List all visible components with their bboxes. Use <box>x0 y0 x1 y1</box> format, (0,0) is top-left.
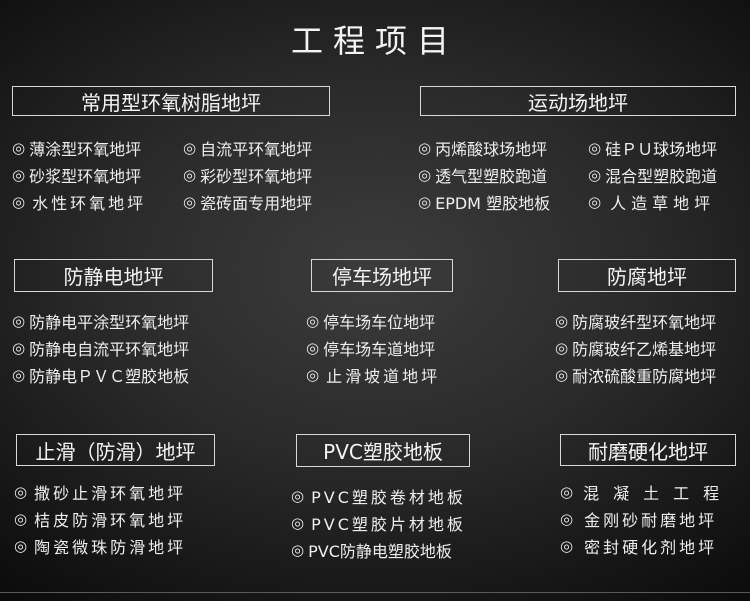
circle-bullet-icon: ◎ <box>183 166 197 184</box>
circle-bullet-icon: ◎ <box>14 510 31 528</box>
list-item: ◎丙烯酸球场地坪 <box>418 139 548 159</box>
circle-bullet-icon: ◎ <box>588 139 602 157</box>
circle-bullet-icon: ◎ <box>560 537 577 555</box>
circle-bullet-icon: ◎ <box>291 487 308 505</box>
list-item: ◎防静电平涂型环氧地坪 <box>12 312 190 332</box>
list-item: ◎停车场车道地坪 <box>306 339 436 359</box>
circle-bullet-icon: ◎ <box>588 193 607 211</box>
circle-bullet-icon: ◎ <box>291 514 308 532</box>
list-item: ◎撒砂止滑环氧地坪 <box>14 483 187 503</box>
list-item: ◎EPDM 塑胶地板 <box>418 193 551 213</box>
circle-bullet-icon: ◎ <box>418 193 432 211</box>
circle-bullet-icon: ◎ <box>12 339 26 357</box>
circle-bullet-icon: ◎ <box>306 312 320 330</box>
list-item: ◎停车场车位地坪 <box>306 312 436 332</box>
section-heading-sports: 运动场地坪 <box>420 86 736 116</box>
list-item: ◎混凝土工程 <box>560 483 734 503</box>
circle-bullet-icon: ◎ <box>12 193 29 211</box>
list-item: ◎防腐玻纤型环氧地坪 <box>555 312 717 332</box>
circle-bullet-icon: ◎ <box>12 166 26 184</box>
list-item: ◎防静电自流平环氧地坪 <box>12 339 190 359</box>
list-item: ◎陶瓷微珠防滑地坪 <box>14 537 187 557</box>
circle-bullet-icon: ◎ <box>183 193 197 211</box>
circle-bullet-icon: ◎ <box>555 312 569 330</box>
list-item: ◎桔皮防滑环氧地坪 <box>14 510 187 530</box>
list-item: ◎PVC塑胶片材地板 <box>291 514 466 534</box>
section-heading-antistatic: 防静电地坪 <box>14 259 213 292</box>
bottom-divider <box>0 592 750 593</box>
circle-bullet-icon: ◎ <box>306 366 323 384</box>
circle-bullet-icon: ◎ <box>560 510 577 528</box>
list-item: ◎防静电ＰＶＣ塑胶地板 <box>12 366 190 386</box>
list-item: ◎彩砂型环氧地坪 <box>183 166 313 186</box>
list-item: ◎人造草地坪 <box>588 193 716 213</box>
list-item: ◎硅ＰＵ球场地坪 <box>588 139 718 159</box>
circle-bullet-icon: ◎ <box>555 339 569 357</box>
section-heading-anticorrosion: 防腐地坪 <box>558 259 736 292</box>
list-item: ◎金刚砂耐磨地坪 <box>560 510 718 530</box>
circle-bullet-icon: ◎ <box>14 537 31 555</box>
list-item: ◎瓷砖面专用地坪 <box>183 193 313 213</box>
list-item: ◎防腐玻纤乙烯基地坪 <box>555 339 717 359</box>
circle-bullet-icon: ◎ <box>588 166 602 184</box>
list-item: ◎耐浓硫酸重防腐地坪 <box>555 366 717 386</box>
list-item: ◎薄涂型环氧地坪 <box>12 139 142 159</box>
list-item: ◎砂浆型环氧地坪 <box>12 166 142 186</box>
list-item: ◎PVC塑胶卷材地板 <box>291 487 466 507</box>
section-heading-pvc: PVC塑胶地板 <box>296 434 470 467</box>
circle-bullet-icon: ◎ <box>14 483 31 501</box>
section-heading-parking: 停车场地坪 <box>311 259 453 292</box>
section-heading-antislip: 止滑（防滑）地坪 <box>16 434 215 466</box>
circle-bullet-icon: ◎ <box>555 366 569 384</box>
circle-bullet-icon: ◎ <box>12 139 26 157</box>
list-item: ◎PVC防静电塑胶地板 <box>291 541 452 561</box>
circle-bullet-icon: ◎ <box>291 541 305 559</box>
list-item: ◎混合型塑胶跑道 <box>588 166 718 186</box>
list-item: ◎自流平环氧地坪 <box>183 139 313 159</box>
list-item: ◎透气型塑胶跑道 <box>418 166 548 186</box>
section-heading-epoxy: 常用型环氧树脂地坪 <box>12 86 330 116</box>
circle-bullet-icon: ◎ <box>12 312 26 330</box>
list-item: ◎水性环氧地坪 <box>12 193 147 213</box>
circle-bullet-icon: ◎ <box>12 366 26 384</box>
list-item: ◎止滑坡道地坪 <box>306 366 441 386</box>
circle-bullet-icon: ◎ <box>418 139 432 157</box>
section-heading-wear-resistant: 耐磨硬化地坪 <box>560 434 736 466</box>
page-title: 工程项目 <box>290 22 459 60</box>
list-item: ◎密封硬化剂地坪 <box>560 537 718 557</box>
circle-bullet-icon: ◎ <box>418 166 432 184</box>
circle-bullet-icon: ◎ <box>560 483 574 501</box>
circle-bullet-icon: ◎ <box>183 139 197 157</box>
circle-bullet-icon: ◎ <box>306 339 320 357</box>
